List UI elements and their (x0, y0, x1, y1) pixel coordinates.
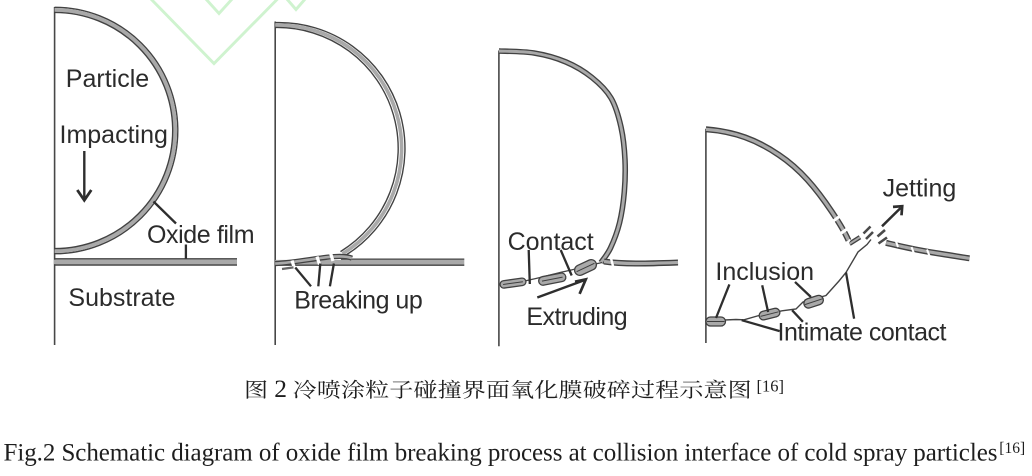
svg-text:Substrate: Substrate (68, 284, 175, 312)
svg-text:Particle: Particle (66, 65, 149, 93)
svg-text:Impacting: Impacting (60, 121, 168, 149)
svg-text:[16]: [16] (757, 376, 785, 395)
svg-text:Contact: Contact (508, 228, 594, 256)
svg-text:Breaking up: Breaking up (294, 287, 422, 315)
svg-text:Extruding: Extruding (526, 303, 627, 331)
svg-text:2: 2 (274, 374, 287, 403)
svg-text:Inclusion: Inclusion (715, 258, 814, 286)
svg-text:Oxide film: Oxide film (147, 221, 254, 249)
svg-text:Fig.2 Schematic diagram of oxi: Fig.2 Schematic diagram of oxide film br… (4, 439, 998, 466)
svg-text:Intimate contact: Intimate contact (778, 319, 947, 347)
svg-text:[16]: [16] (999, 440, 1025, 457)
svg-text:Jetting: Jetting (883, 174, 957, 202)
